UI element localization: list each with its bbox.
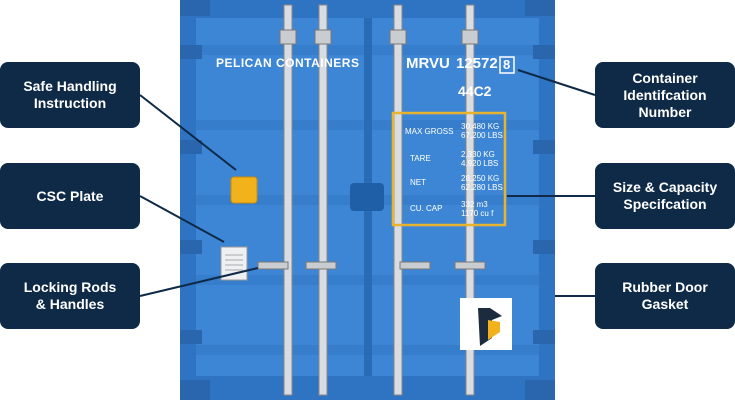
label-text: Rubber Door Gasket: [622, 279, 708, 312]
check-digit-box: [499, 56, 515, 74]
label-text: Container Identifcation Number: [623, 69, 707, 120]
spec-value: 30,480 KG: [461, 122, 500, 131]
rod-handles: [257, 29, 486, 270]
label-locking-rods: Locking Rods & Handles: [0, 263, 140, 329]
spec-box: [391, 111, 507, 227]
locking-rods: [283, 4, 475, 396]
label-rubber-gasket: Rubber Door Gasket: [595, 263, 735, 329]
type-code: 44C2: [458, 83, 492, 99]
label-container-id: Container Identifcation Number: [595, 62, 735, 128]
label-text: Locking Rods & Handles: [23, 279, 117, 312]
safe-handling-sticker: [230, 176, 258, 204]
serial-number: 12572: [456, 55, 498, 72]
label-text: Size & Capacity Specifcation: [612, 179, 718, 212]
spec-name: NET: [410, 178, 426, 187]
label-csc-plate: CSC Plate: [0, 163, 140, 229]
spec-value: 2,330 KG: [461, 150, 495, 159]
spec-value: 62,280 LBS: [461, 183, 503, 192]
check-digit: 8: [503, 57, 511, 72]
label-size-capacity: Size & Capacity Specifcation: [595, 163, 735, 229]
brand-name: PELICAN CONTAINERS: [216, 56, 360, 70]
spec-value: 28,250 KG: [461, 174, 500, 183]
spec-value: 4,920 LBS: [461, 159, 499, 168]
label-text: CSC Plate: [36, 187, 104, 204]
spec-value: 1170 cu f: [461, 209, 494, 218]
spec-value: 332 m3: [461, 200, 488, 209]
leader-lines: [139, 69, 596, 297]
spec-name: CU. CAP: [410, 204, 443, 213]
pelican-logo: [460, 298, 512, 350]
spec-name: MAX GROSS: [405, 127, 454, 136]
spec-name: TARE: [410, 154, 431, 163]
spec-value: 67,200 LBS: [461, 131, 503, 140]
label-safe-handling: Safe Handling Instruction: [0, 62, 140, 128]
owner-code: MRVU: [406, 55, 450, 72]
door-latch: [350, 183, 384, 211]
label-text: Safe Handling Instruction: [23, 78, 117, 111]
